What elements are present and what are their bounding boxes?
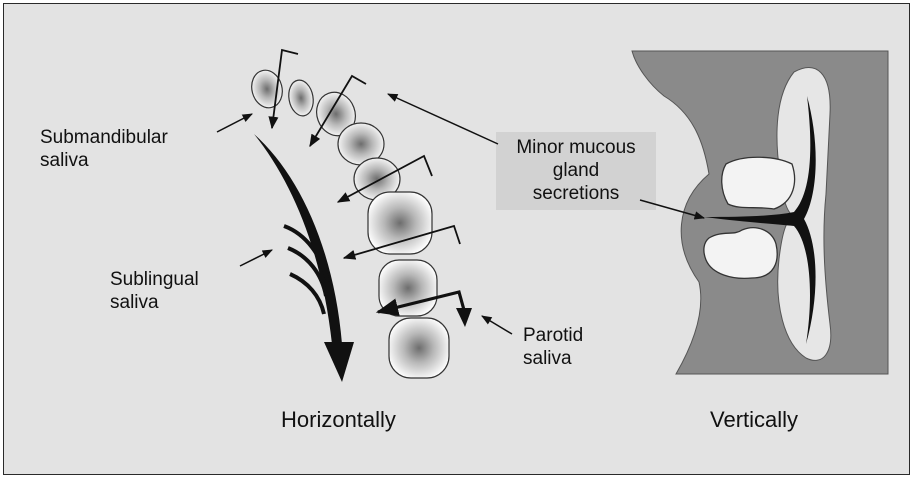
tooth bbox=[248, 67, 287, 111]
lower-tooth bbox=[704, 228, 777, 279]
label-minor-line: secretions bbox=[496, 182, 656, 205]
figure-panel: Submandibular saliva Sublingual saliva P… bbox=[3, 3, 910, 475]
caption-horizontally: Horizontally bbox=[281, 407, 396, 434]
tooth bbox=[368, 192, 432, 254]
dental-arch bbox=[248, 67, 449, 378]
caption-vertically: Vertically bbox=[710, 407, 798, 434]
label-parotid: Parotid saliva bbox=[523, 324, 583, 370]
label-minor-line: gland bbox=[496, 159, 656, 182]
label-minor-line: Minor mucous bbox=[496, 136, 656, 159]
diagram-canvas bbox=[4, 4, 911, 476]
label-sublingual-line: saliva bbox=[110, 291, 199, 314]
label-submandibular: Submandibular saliva bbox=[40, 126, 168, 172]
tooth bbox=[286, 78, 316, 118]
label-sublingual: Sublingual saliva bbox=[110, 268, 199, 314]
cheek-tissue bbox=[632, 51, 888, 374]
label-submandibular-line: Submandibular bbox=[40, 126, 168, 149]
label-submandibular-line: saliva bbox=[40, 149, 168, 172]
upper-tooth bbox=[722, 157, 795, 209]
label-parotid-line: Parotid bbox=[523, 324, 583, 347]
label-parotid-line: saliva bbox=[523, 347, 583, 370]
vertical-section bbox=[632, 51, 888, 374]
tooth bbox=[389, 318, 449, 378]
label-minor-mucous: Minor mucous gland secretions bbox=[496, 136, 656, 206]
tooth bbox=[379, 260, 437, 316]
label-sublingual-line: Sublingual bbox=[110, 268, 199, 291]
